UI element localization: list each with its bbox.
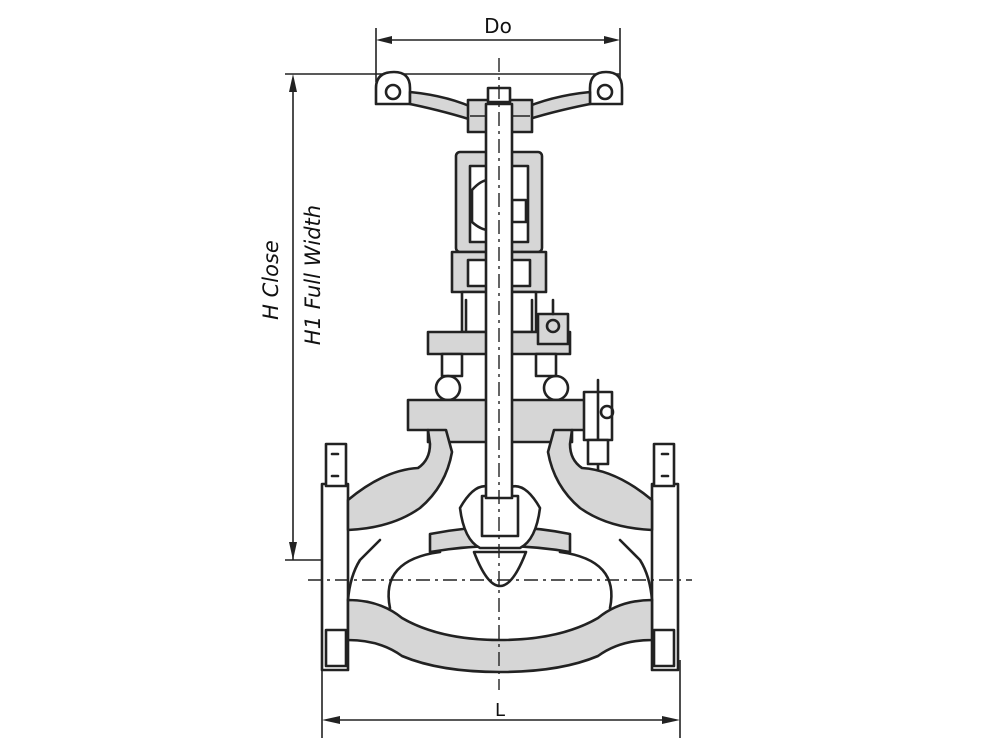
do-label: Do bbox=[484, 14, 512, 38]
l-label: L bbox=[495, 700, 505, 721]
dimension-do: Do bbox=[375, 14, 621, 82]
valve-body bbox=[320, 428, 680, 674]
h-close-label: H Close bbox=[259, 240, 283, 320]
h1-full-width-label: H1 Full Width bbox=[301, 205, 325, 345]
dimension-h: H Close H1 Full Width bbox=[259, 73, 620, 561]
dimension-l: L bbox=[321, 660, 681, 738]
handwheel bbox=[374, 70, 624, 134]
